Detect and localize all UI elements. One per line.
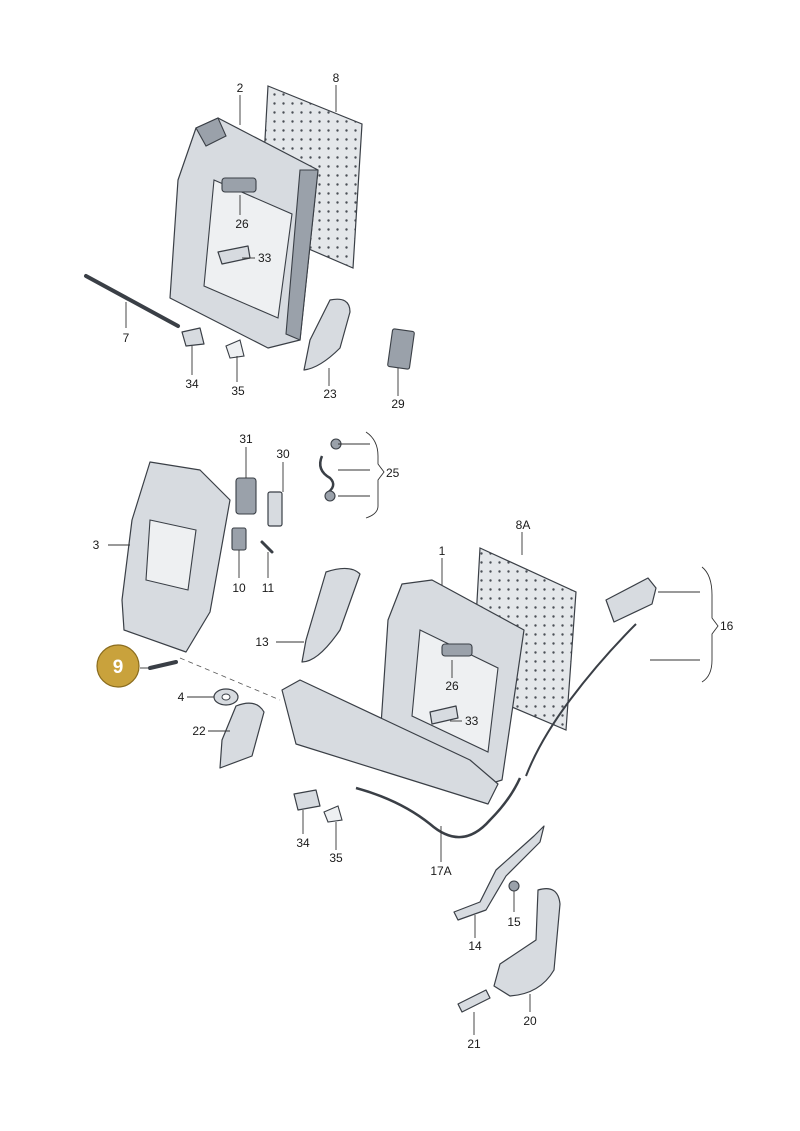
cover-22 [219,702,265,769]
callout-14: 14 [468,939,482,953]
cable-17a [355,777,522,839]
callout-15: 15 [507,915,521,929]
handle-16 [605,577,657,623]
clip-35-bottom [323,805,343,823]
cover-20 [493,888,561,997]
callout-16: 16 [720,619,734,633]
highlight-badge-label: 9 [113,657,124,678]
clip-35-top [225,339,245,359]
plate-29 [387,328,415,370]
bolt-25 [324,490,336,502]
latch-31 [235,477,257,515]
bracket-26-top [221,177,257,193]
upper-backrest-group [84,85,415,371]
lever-14 [453,825,545,921]
callout-34-bottom: 34 [296,836,310,850]
callout-35-bottom: 35 [329,851,343,865]
callout-3: 3 [93,538,100,552]
callout-30: 30 [276,447,290,461]
clip-34-bottom [293,789,321,811]
cover-23 [303,298,351,371]
callout-2: 2 [237,81,244,95]
callout-31: 31 [239,432,253,446]
callout-8: 8 [333,71,340,85]
highlight-badge-circle[interactable] [96,644,140,688]
callout-22: 22 [192,724,206,738]
callout-33-bottom: 33 [465,714,479,728]
washer-4-hole [221,693,231,701]
callout-23: 23 [323,387,337,401]
bracket-30 [267,491,283,527]
lower-seat-group [121,438,657,1013]
callout-17a: 17A [430,864,451,878]
callout-1: 1 [439,544,446,558]
leader-lines [108,85,719,1035]
callout-4: 4 [178,690,185,704]
callout-11: 11 [262,581,275,595]
callout-7: 7 [123,331,130,345]
callout-labels: 2 8 26 33 7 34 35 23 29 31 30 25 3 10 11… [93,71,734,1051]
screw-11 [260,540,274,554]
bolt-9 [148,660,178,670]
screw-15 [508,880,520,892]
callout-33-top: 33 [258,251,272,265]
cover-13 [301,567,361,663]
callout-8a: 8A [516,518,531,532]
clip-33-bottom [429,705,459,725]
callout-29: 29 [391,397,405,411]
trim-21 [457,989,491,1013]
callout-25: 25 [386,466,400,480]
clip-10 [231,527,247,551]
callout-10: 10 [232,581,246,595]
callout-20: 20 [523,1014,537,1028]
cable-16 [525,623,637,777]
seat-frame-1 [281,579,525,805]
clip-34-top [181,327,205,347]
spring-25 [319,455,335,496]
callout-26-top: 26 [235,217,249,231]
rod-7 [84,274,180,328]
callout-34-top: 34 [185,377,199,391]
callout-13: 13 [255,635,269,649]
callout-26-bottom: 26 [445,679,459,693]
callout-21: 21 [467,1037,481,1051]
callout-35-top: 35 [231,384,245,398]
backrest-frame-3 [121,461,231,653]
bracket-26-bottom [441,643,473,657]
highlight-badge-9[interactable]: 9 [96,644,140,688]
